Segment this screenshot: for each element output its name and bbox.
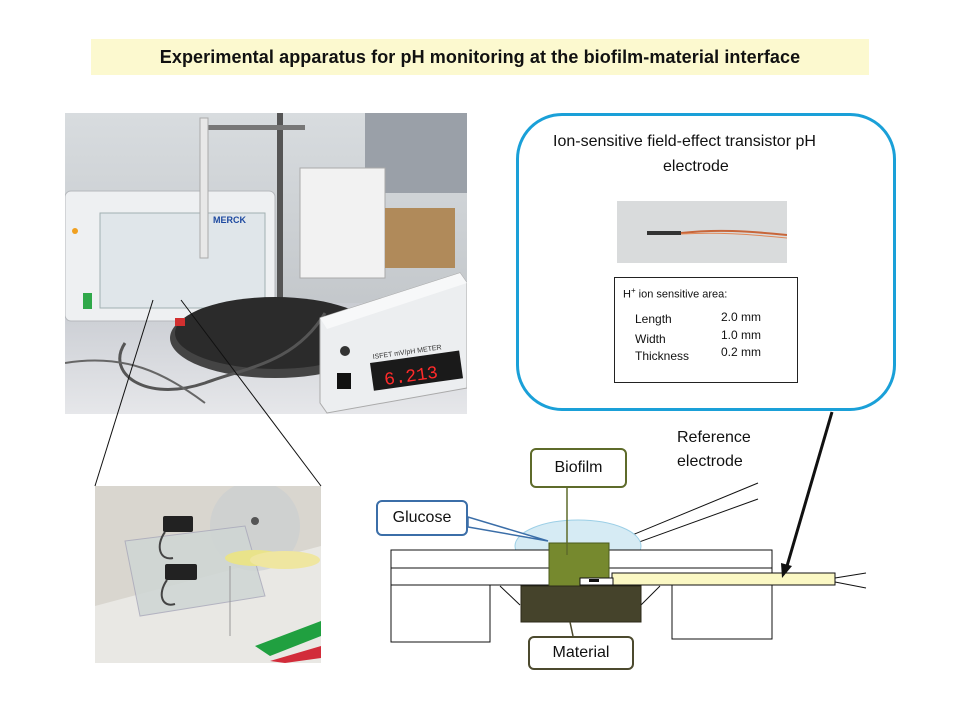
isfet-title-line2: electrode [663, 158, 729, 175]
meter-brand-text: MERCK [213, 215, 246, 225]
material-pointer-line [569, 621, 574, 637]
left-support-block [390, 584, 491, 643]
glucose-callout-pointer [467, 515, 549, 542]
material-block [520, 585, 642, 623]
spec-heading: H+ ion sensitive area: [623, 286, 728, 301]
glucose-label: Glucose [376, 500, 468, 536]
isfet-probe-photo [617, 201, 787, 263]
left-plate-upper [390, 549, 550, 569]
right-support-block [671, 584, 773, 640]
spec-width-value: 1.0 mm [721, 328, 762, 342]
reference-electrode-line-upper [624, 482, 759, 539]
right-connector-line [640, 585, 661, 606]
zoom-line-left [94, 299, 154, 487]
zoom-photo [95, 486, 321, 663]
zoom-line-right [180, 299, 322, 487]
spec-width-label: Width [635, 332, 666, 346]
spec-thickness-label: Thickness [635, 349, 690, 363]
left-connector-line [499, 585, 521, 606]
spec-box: H+ ion sensitive area: Length 2.0 mm Wid… [614, 277, 798, 383]
biofilm-label: Biofilm [530, 448, 627, 488]
right-plate-upper [608, 549, 773, 569]
callout-arrow-head [781, 563, 792, 578]
spec-length-label: Length [635, 312, 672, 326]
spec-thickness-value: 0.2 mm [721, 345, 762, 359]
electrode-wire-upper [834, 572, 867, 579]
spec-length-value: 2.0 mm [721, 310, 762, 324]
left-plate-lower [390, 567, 550, 586]
isfet-electrode [611, 572, 836, 586]
electrode-wire-lower [834, 581, 867, 589]
reference-electrode-label-line1: Reference [677, 429, 751, 446]
isfet-title-line1: Ion-sensitive field-effect transistor pH [553, 133, 816, 150]
reference-electrode-label-line2: electrode [677, 453, 743, 470]
apparatus-photo: MERCK ISFET mV/pH METER 6.213 [65, 113, 467, 414]
callout-arrow-shaft [785, 411, 834, 567]
reference-electrode-line-lower [627, 498, 759, 547]
isfet-sensing-area [589, 579, 599, 582]
page-title: Experimental apparatus for pH monitoring… [91, 39, 869, 75]
material-label: Material [528, 636, 634, 670]
